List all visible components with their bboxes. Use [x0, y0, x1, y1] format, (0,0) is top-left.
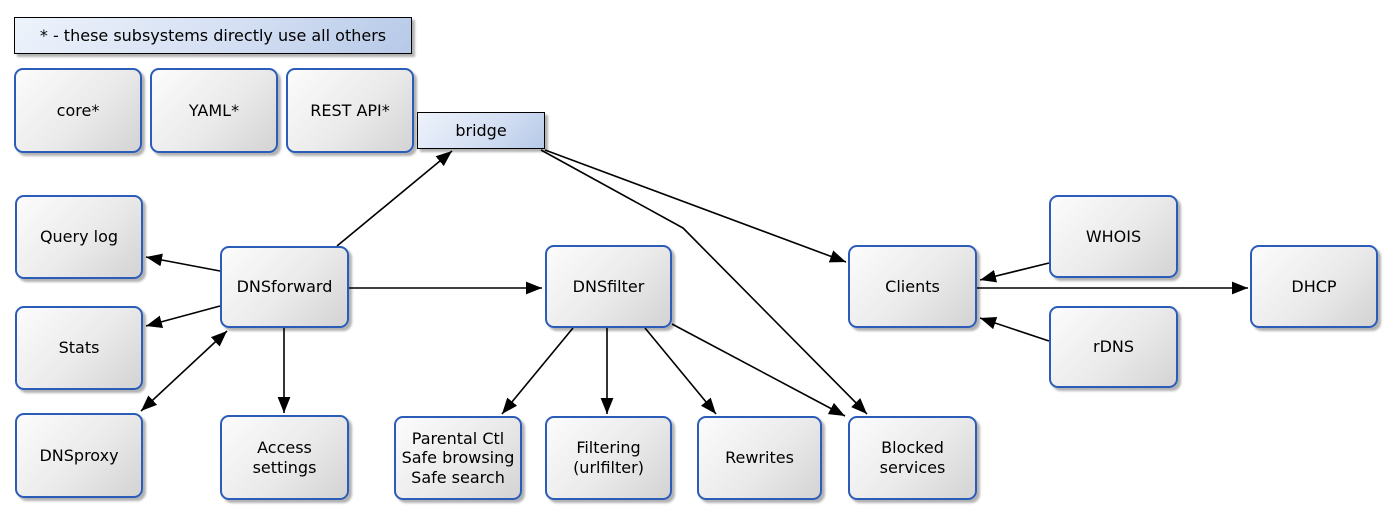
parental-label-line-1: Safe browsing [401, 448, 515, 468]
subsystem-box-rest-api: REST API* [286, 68, 414, 153]
stats-label-line-0: Stats [58, 338, 100, 358]
parental-label-line-0: Parental Ctl [411, 428, 505, 448]
core-label-line-0: core* [56, 100, 100, 120]
subsystem-box-stats: Stats [15, 306, 143, 390]
edge-dnsforward-to-bridge [336, 150, 453, 247]
edge-dnsforward-to-stats [145, 305, 221, 329]
yaml-label-line-0: YAML* [188, 100, 240, 120]
edge-dnsforward-to-querylog [145, 253, 221, 272]
subsystem-box-query-log: Query log [15, 195, 143, 279]
subsystem-box-dnsforward: DNSforward [220, 246, 349, 328]
note-box-bridge: bridge [417, 112, 545, 149]
edge-dnsfilter-to-parental [501, 327, 574, 415]
dnsfilter-label-line-0: DNSfilter [572, 276, 645, 296]
subsystem-box-dhcp: DHCP [1250, 245, 1378, 328]
legend-label-line-0: * - these subsystems directly use all ot… [39, 25, 387, 45]
dhcp-label-line-0: DHCP [1291, 276, 1337, 296]
blocked-services-label-line-0: Blocked [881, 438, 944, 458]
whois-label-line-0: WHOIS [1085, 226, 1142, 246]
dnsproxy-label-line-0: DNSproxy [39, 445, 119, 465]
subsystem-box-whois: WHOIS [1049, 195, 1178, 278]
parental-label-line-2: Safe search [411, 467, 505, 487]
edge-bridge-to-blocked [540, 149, 868, 415]
subsystem-box-dnsproxy: DNSproxy [15, 413, 143, 498]
edge-dnsfilter-to-rewrites [644, 327, 717, 415]
bridge-label-line-0: bridge [455, 120, 507, 140]
note-box-legend: * - these subsystems directly use all ot… [14, 17, 412, 54]
blocked-services-label-line-1: services [879, 458, 946, 477]
dnsforward-label-line-0: DNSforward [236, 277, 333, 297]
subsystem-box-rdns: rDNS [1049, 306, 1178, 388]
subsystem-box-filtering: Filtering(urlfilter) [545, 416, 672, 500]
edge-whois-to-clients [979, 262, 1050, 283]
access-settings-label-line-0: Access [257, 437, 312, 457]
subsystem-box-rewrites: Rewrites [697, 416, 822, 500]
filtering-label-line-1: (urlfilter) [573, 458, 644, 477]
clients-label-line-0: Clients [885, 276, 940, 296]
edge-dnsforward-dnsproxy [140, 330, 228, 412]
rewrites-label-line-0: Rewrites [725, 448, 794, 468]
access-settings-label-line-1: settings [252, 457, 317, 477]
edge-bridge-to-clients [544, 149, 847, 263]
subsystem-box-dnsfilter: DNSfilter [545, 245, 672, 328]
subsystem-box-yaml: YAML* [150, 68, 278, 153]
subsystem-box-core: core* [14, 68, 142, 153]
filtering-label-line-0: Filtering [576, 438, 641, 458]
rdns-label-line-0: rDNS [1092, 337, 1135, 357]
edge-dnsfilter-to-blocked [671, 323, 846, 417]
edge-rdns-to-clients [979, 316, 1050, 342]
subsystem-box-clients: Clients [848, 245, 977, 328]
rest-api-label-line-0: REST API* [310, 100, 390, 120]
query-log-label-line-0: Query log [39, 227, 119, 247]
